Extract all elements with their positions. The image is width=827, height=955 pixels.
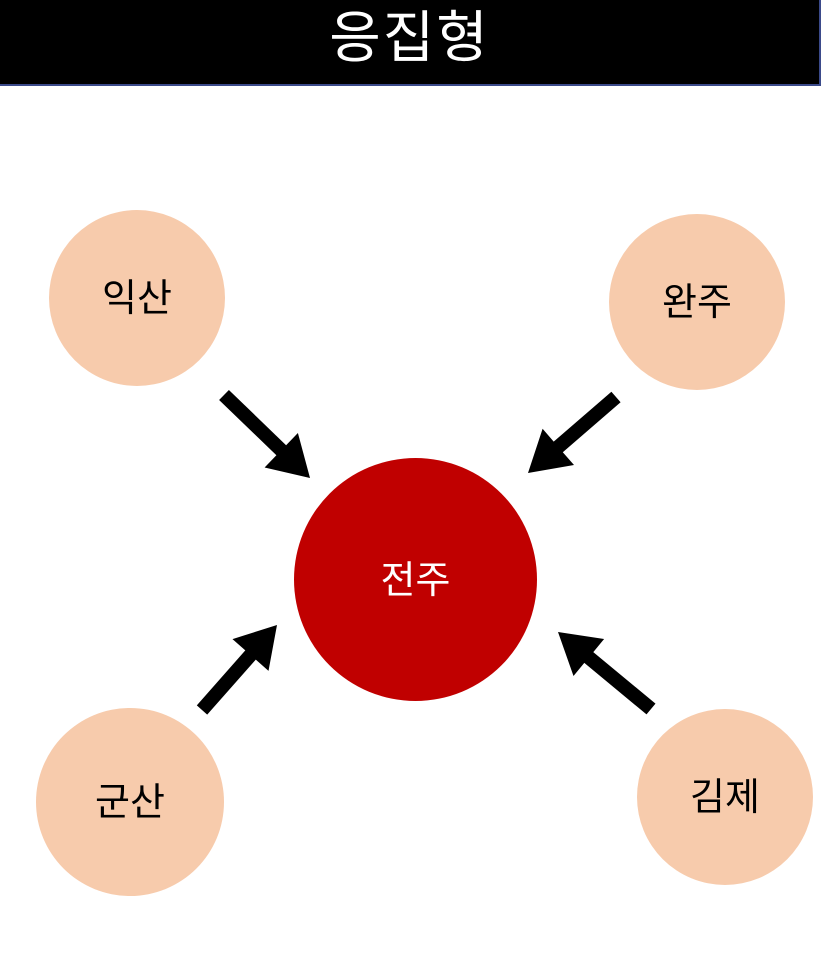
- node-gunsan: 군산: [36, 708, 224, 896]
- node-jeonju-center: 전주: [294, 458, 537, 701]
- arrow-iksan-to-jeonju: [219, 390, 310, 478]
- arrow-gimje-to-jeonju: [558, 632, 656, 715]
- node-jeonju-label: 전주: [380, 557, 451, 602]
- node-iksan-label: 익산: [102, 276, 172, 320]
- arrow-wanju-to-jeonju: [528, 391, 621, 473]
- title-bar: 응집형: [0, 0, 821, 86]
- node-gunsan-label: 군산: [95, 780, 165, 824]
- node-wanju-label: 완주: [662, 280, 732, 324]
- diagram-title: 응집형: [329, 6, 490, 71]
- node-gimje: 김제: [637, 709, 813, 885]
- node-gimje-label: 김제: [690, 775, 760, 819]
- node-wanju: 완주: [609, 214, 785, 390]
- node-iksan: 익산: [49, 210, 225, 386]
- arrow-gunsan-to-jeonju: [196, 625, 277, 715]
